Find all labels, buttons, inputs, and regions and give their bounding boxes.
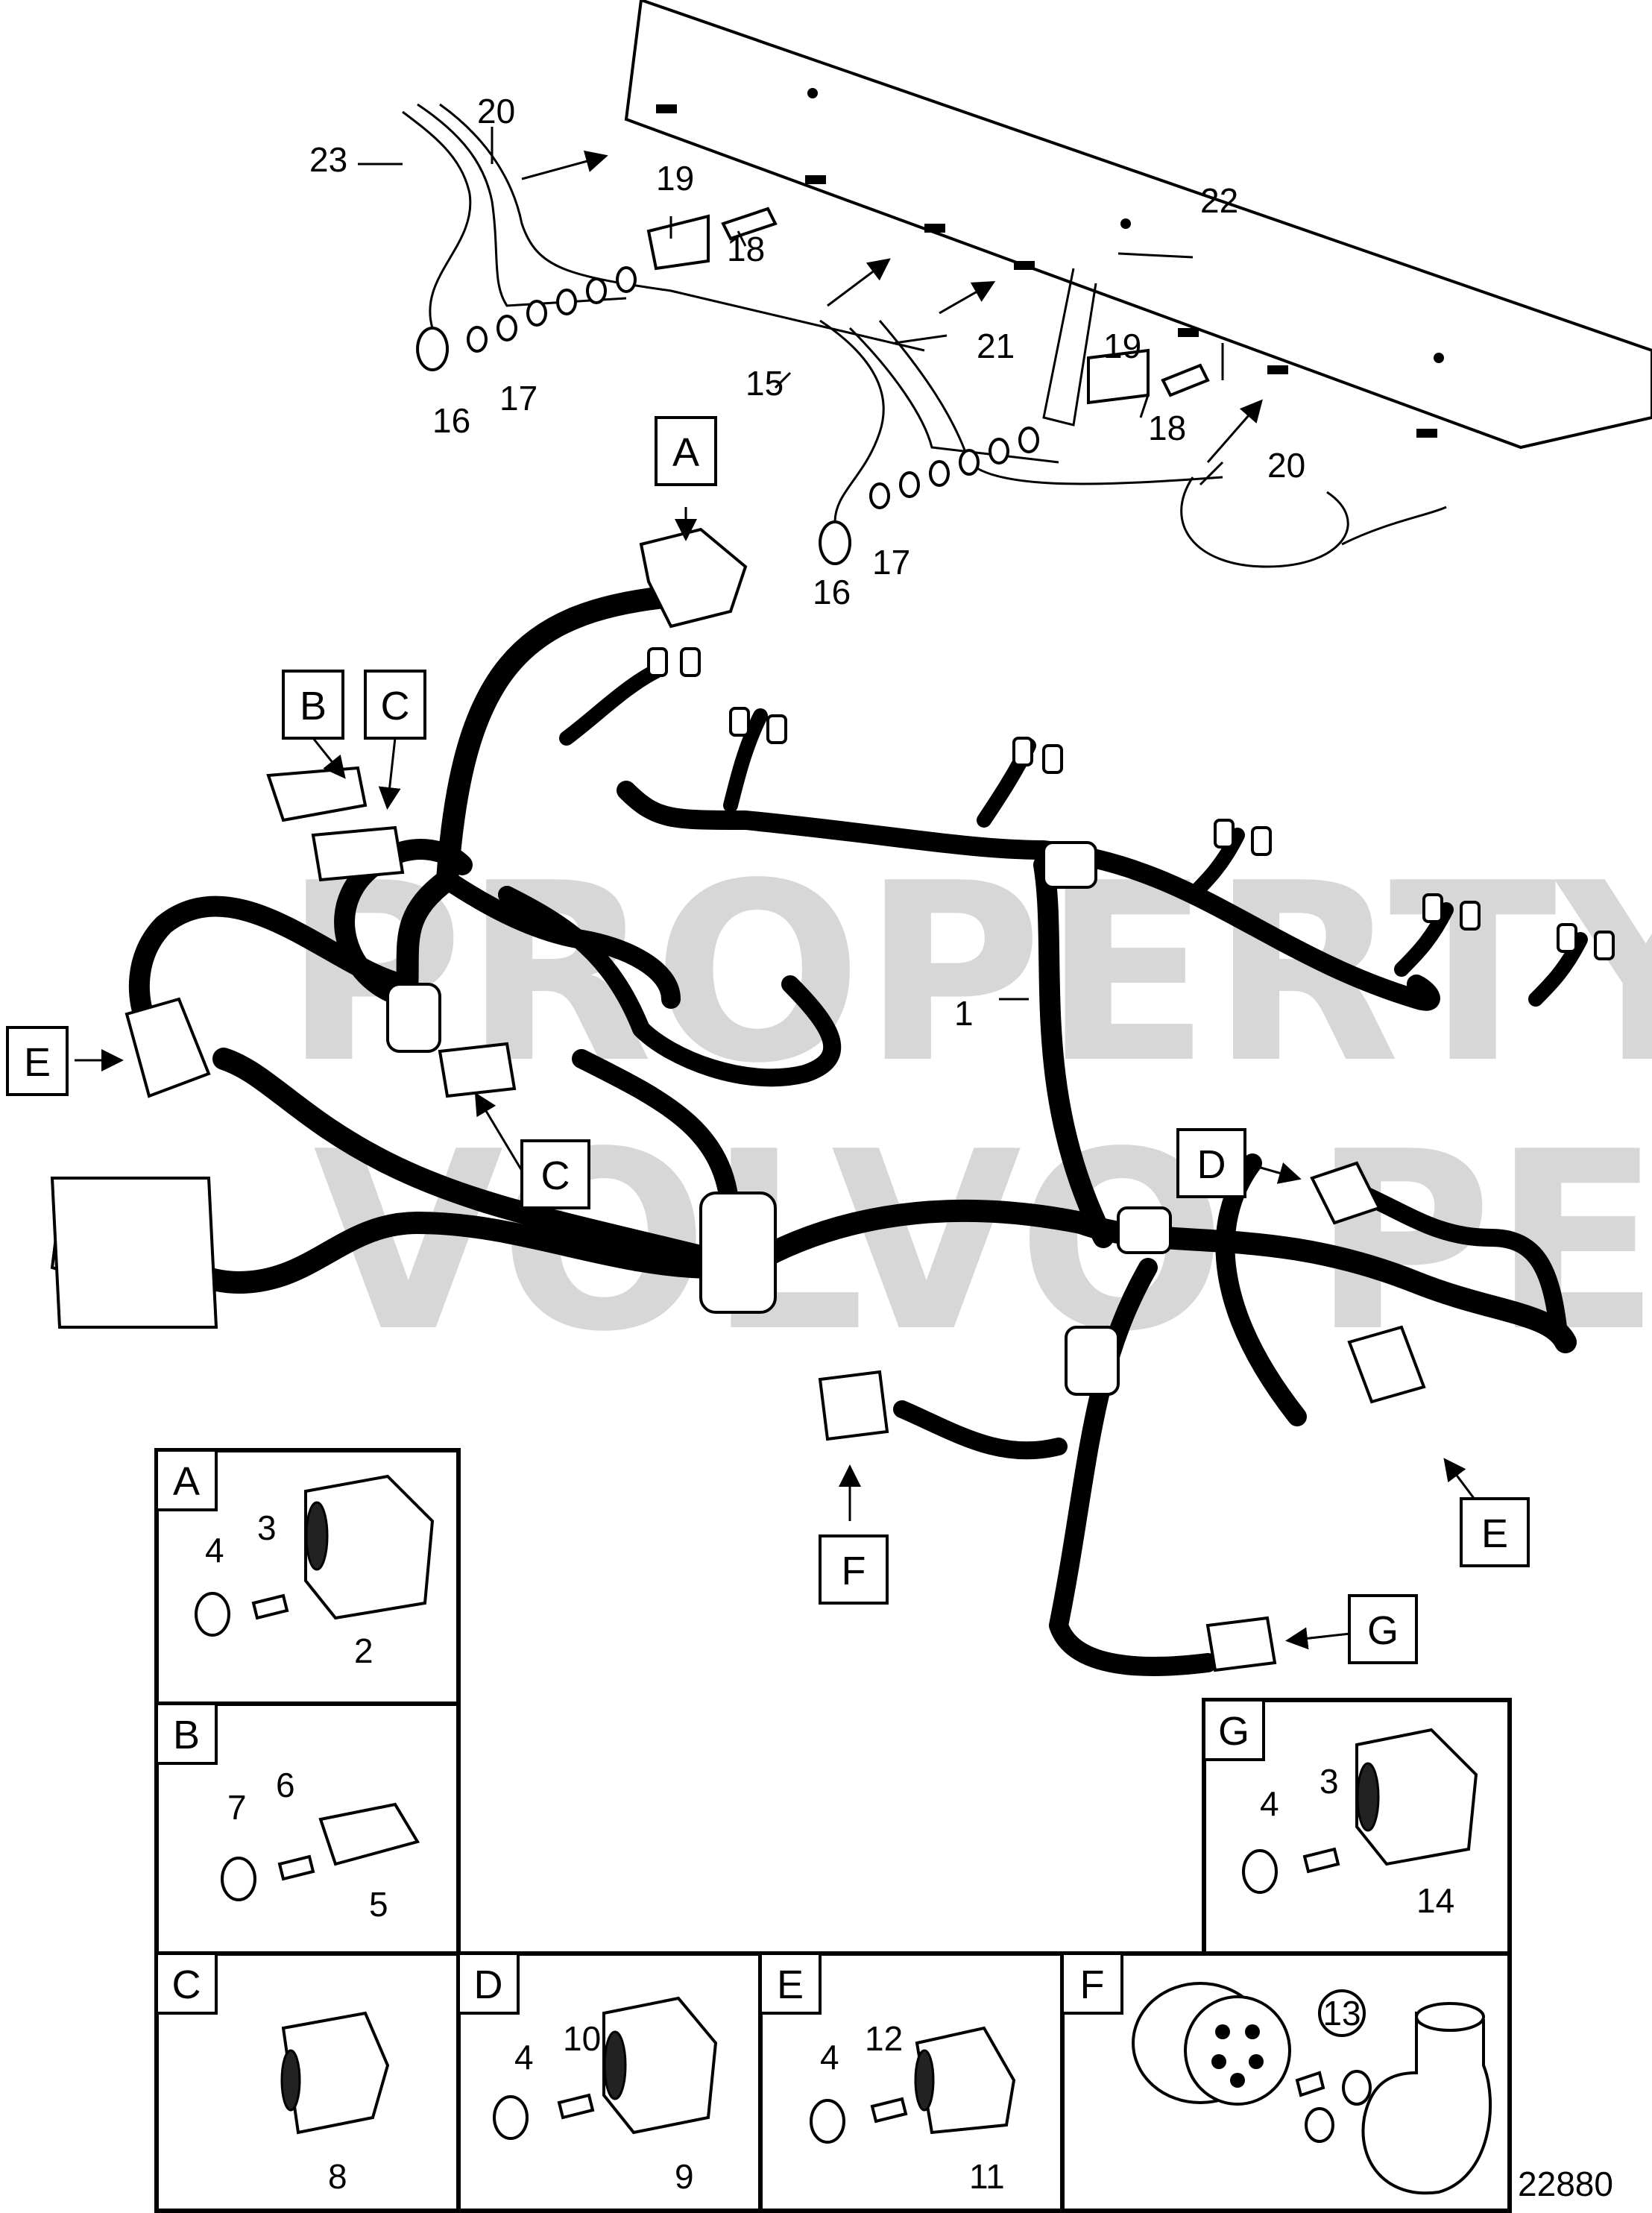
panel-b-label-6: 6: [276, 1766, 295, 1804]
label-23: 23: [309, 140, 347, 179]
panel-b-letter: B: [173, 1713, 200, 1757]
drawing-number: 22880: [1518, 2165, 1613, 2203]
injector-connectors: [559, 647, 1615, 1007]
panel-e-label-4: 4: [820, 2038, 839, 2077]
panel-c-label-8: 8: [328, 2157, 347, 2196]
callout-box-d: [1176, 1128, 1246, 1198]
callout-e-right: E: [1481, 1511, 1508, 1556]
panel-d-label-4: 4: [514, 2038, 534, 2077]
callout-box-e-left: [6, 1026, 69, 1096]
panel-b-label-5: 5: [369, 1885, 388, 1924]
part-labels-main: 20 23 19 18 22 21 19 18 20 15 17 16 17 1…: [309, 92, 1305, 1033]
callout-c-middle: C: [541, 1153, 570, 1198]
panel-g-label-3: 3: [1320, 1762, 1339, 1801]
label-17-left: 17: [499, 379, 537, 418]
callout-g: G: [1367, 1608, 1399, 1653]
panel-d-label-9: 9: [675, 2157, 694, 2196]
panel-a-label-4: 4: [205, 1531, 224, 1570]
detail-panel-b: B 7 6 5: [154, 1702, 461, 1956]
panel-d-label-10: 10: [563, 2019, 601, 2058]
detail-panel-c: C 8: [154, 1951, 461, 2213]
detail-panel-d: D 4 10 9: [456, 1951, 763, 2213]
callout-f: F: [842, 1549, 866, 1593]
callout-box-f: [819, 1534, 889, 1605]
panel-a-letter: A: [173, 1459, 200, 1504]
mounting-bracket: [624, 0, 1652, 450]
callout-b: B: [300, 684, 327, 728]
label-22: 22: [1200, 181, 1238, 220]
panel-a-label-2: 2: [354, 1631, 373, 1670]
harness-connectors: [124, 527, 1426, 1672]
callout-boxes: A B C E C D E F G: [6, 416, 1530, 1664]
leader-arrows: [75, 127, 1492, 1650]
callout-box-b: [282, 670, 344, 740]
panel-b-label-7: 7: [227, 1788, 247, 1827]
panel-f-label-13: 13: [1322, 1994, 1361, 2033]
detail-panel-g: G 4 3 14: [1202, 1698, 1512, 1956]
label-20-right: 20: [1267, 446, 1305, 485]
label-19-top: 19: [656, 159, 694, 198]
panel-g-label-14: 14: [1416, 1881, 1454, 1920]
label-20-top: 20: [477, 92, 515, 130]
panel-g-label-4: 4: [1260, 1784, 1279, 1823]
panel-a-label-3: 3: [257, 1508, 277, 1547]
callout-d: D: [1197, 1142, 1226, 1187]
callout-a: A: [672, 430, 699, 475]
label-16-left: 16: [432, 401, 470, 440]
panel-e-letter: E: [777, 1962, 804, 2007]
panel-c-letter: C: [172, 1962, 201, 2007]
panel-f-letter: F: [1080, 1962, 1105, 2007]
detail-panel-f: F 13: [1060, 1951, 1512, 2213]
callout-box-c-top: [364, 670, 426, 740]
label-15: 15: [745, 364, 784, 403]
main-harness: [50, 585, 1577, 1676]
detail-panel-e: E 4 12 11: [758, 1951, 1065, 2213]
panel-e-label-12: 12: [865, 2019, 903, 2058]
label-19-right: 19: [1103, 327, 1141, 365]
label-21: 21: [977, 327, 1015, 365]
label-16-right: 16: [813, 573, 851, 611]
label-17-right: 17: [872, 543, 910, 582]
callout-box-a: [655, 416, 717, 486]
label-18-right: 18: [1148, 409, 1186, 447]
panel-f-circle-13: [1318, 1989, 1366, 2037]
callout-box-g: [1348, 1594, 1418, 1664]
label-18-top: 18: [727, 230, 765, 268]
callout-box-c-middle: [520, 1139, 590, 1209]
callout-box-e-right: [1460, 1497, 1530, 1567]
ground-cables: [402, 103, 1447, 568]
panel-g-letter: G: [1218, 1709, 1249, 1754]
panel-d-letter: D: [474, 1962, 503, 2007]
callout-c-top: C: [381, 684, 410, 728]
panel-e-label-11: 11: [969, 2157, 1005, 2196]
callout-e-left: E: [24, 1040, 51, 1085]
label-1: 1: [954, 994, 974, 1033]
detail-panel-a: A 4 3 2: [154, 1448, 461, 1706]
